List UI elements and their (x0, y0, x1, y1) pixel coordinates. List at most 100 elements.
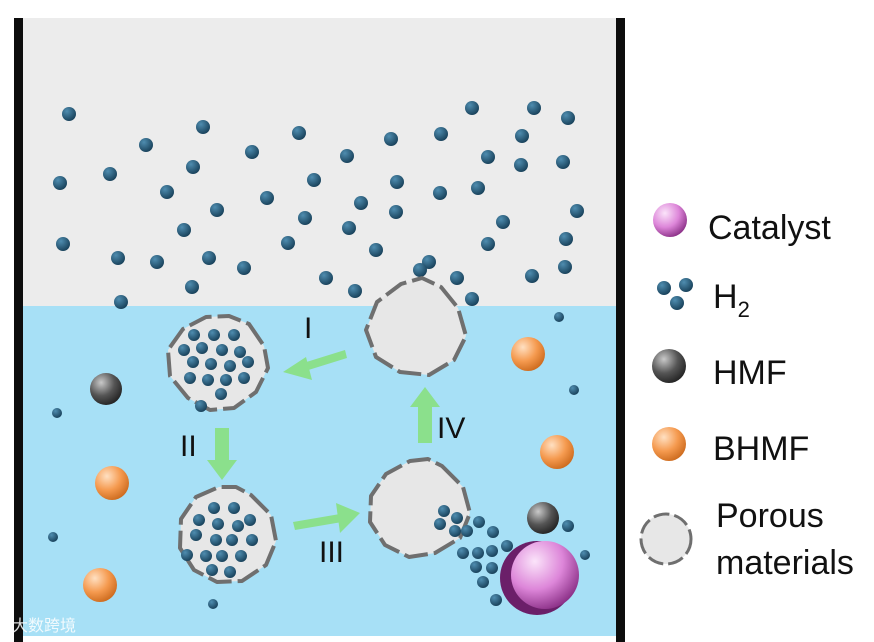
bhmf-sphere (83, 568, 117, 602)
legend-label-catalyst: Catalyst (708, 209, 831, 247)
h2-molecule (196, 342, 208, 354)
h2-molecule (139, 138, 153, 152)
h2-molecule (449, 525, 461, 537)
step-label-i: I (304, 312, 312, 345)
porous-particle-releasing (368, 457, 472, 559)
h2-molecule (307, 173, 321, 187)
h2-molecule (177, 223, 191, 237)
h2-molecule (487, 526, 499, 538)
h2-molecules-icon (657, 278, 693, 310)
h2-molecule (232, 520, 244, 532)
h2-molecule (481, 237, 495, 251)
h2-molecule (228, 329, 240, 341)
h2-molecule (558, 260, 572, 274)
h2-molecule (188, 329, 200, 341)
h2-molecule (556, 155, 570, 169)
h2-molecule (160, 185, 174, 199)
h2-molecule (216, 344, 228, 356)
h2-molecule (53, 176, 67, 190)
step-arrow-i (283, 350, 347, 380)
hmf-sphere (527, 502, 559, 534)
bhmf-sphere (511, 337, 545, 371)
h2-molecule (187, 356, 199, 368)
catalyst-sphere (500, 541, 579, 615)
h2-molecule (348, 284, 362, 298)
h2-molecule (525, 269, 539, 283)
h2-molecule (281, 236, 295, 250)
h2-molecule (220, 374, 232, 386)
h2-molecule (527, 101, 541, 115)
h2-molecule (242, 356, 254, 368)
h2-molecule (196, 120, 210, 134)
h2-molecule (465, 101, 479, 115)
h2-molecule (114, 295, 128, 309)
bhmf-sphere (95, 466, 129, 500)
h2-molecule (260, 191, 274, 205)
h2-molecule (298, 211, 312, 225)
h2-molecule (208, 502, 220, 514)
porous-particle-empty-top (364, 276, 468, 377)
h2-molecule (190, 529, 202, 541)
h2-molecule (354, 196, 368, 210)
h2-molecule (477, 576, 489, 588)
h2-molecule (103, 167, 117, 181)
h2-molecule (580, 550, 590, 560)
h2-molecule (210, 203, 224, 217)
h2-molecule (486, 545, 498, 557)
h2-molecule (561, 111, 575, 125)
h2-molecule (56, 237, 70, 251)
h2-molecule (413, 263, 427, 277)
h2-molecule (515, 129, 529, 143)
h2-molecule (457, 547, 469, 559)
h2-molecule (451, 512, 463, 524)
h2-molecule (237, 261, 251, 275)
h2-molecule (226, 534, 238, 546)
legend-label-h2: H2 (713, 278, 750, 322)
h2-molecule (389, 205, 403, 219)
h2-molecule (202, 251, 216, 265)
h2-molecule (340, 149, 354, 163)
h2-molecule (384, 132, 398, 146)
bhmf-sphere-icon (652, 427, 686, 461)
h2-molecule (562, 520, 574, 532)
porous-material-icon (639, 512, 693, 566)
h2-molecule (208, 329, 220, 341)
watermark: 大数跨境 (12, 616, 77, 635)
h2-molecule (470, 561, 482, 573)
h2-molecule (215, 388, 227, 400)
step-arrow-iv (410, 387, 440, 443)
legend-label-hmf: HMF (713, 354, 787, 392)
h2-molecule (472, 547, 484, 559)
h2-molecule (202, 374, 214, 386)
h2-molecule (186, 160, 200, 174)
h2-molecule (486, 562, 498, 574)
gas-phase (22, 18, 618, 308)
adsorbed-h2 (178, 329, 574, 606)
h2-molecule (501, 540, 513, 552)
hmf-sphere (90, 373, 122, 405)
step-arrow-iii (293, 503, 360, 533)
h2-molecule (228, 502, 240, 514)
h2-molecule (569, 385, 579, 395)
bhmf-sphere (540, 435, 574, 469)
h2-molecule (193, 514, 205, 526)
h2-molecule (238, 372, 250, 384)
h2-molecule (195, 400, 207, 412)
h2-molecule (52, 408, 62, 418)
h2-molecule (185, 280, 199, 294)
h2-molecule (473, 516, 485, 528)
h2-molecule (465, 292, 479, 306)
catalyst-sphere-icon (653, 203, 687, 237)
step-arrow-ii (207, 428, 237, 480)
h2-molecule (570, 204, 584, 218)
h2-molecule (390, 175, 404, 189)
h2-molecule (234, 346, 246, 358)
h2-molecule (224, 566, 236, 578)
h2-molecule (205, 358, 217, 370)
h2-molecule (245, 145, 259, 159)
h2-molecule (554, 312, 564, 322)
h2-molecule (224, 360, 236, 372)
h2-molecule (461, 525, 473, 537)
h2-molecule (200, 550, 212, 562)
